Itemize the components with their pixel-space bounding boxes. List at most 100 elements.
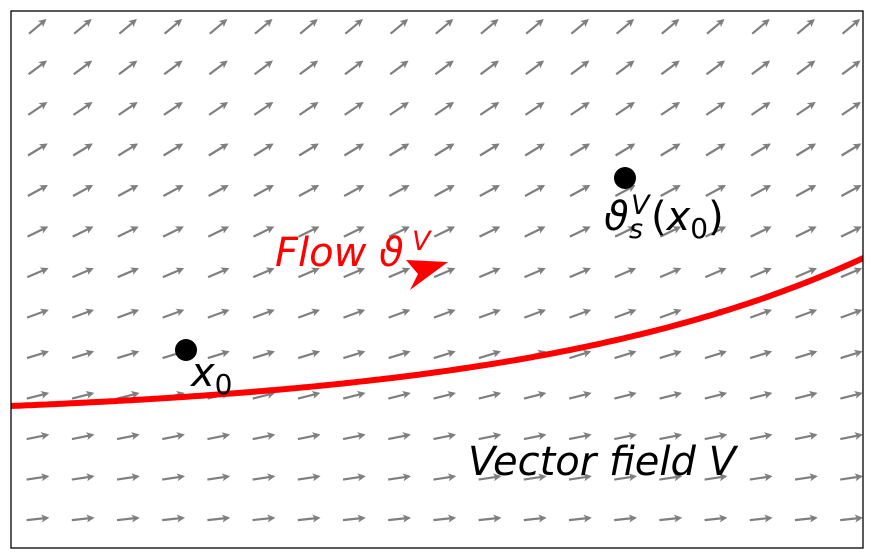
field-arrow: [388, 391, 411, 400]
field-arrow: [478, 473, 502, 482]
field-arrow: [433, 267, 456, 279]
field-arrow: [840, 308, 863, 319]
field-arrow: [479, 60, 499, 76]
field-arrow: [479, 226, 501, 238]
field-arrow: [659, 349, 682, 360]
field-arrow: [299, 60, 319, 76]
field-arrow: [570, 101, 590, 116]
field-arrow: [117, 185, 139, 197]
field-arrow: [343, 308, 366, 319]
field-arrow: [569, 226, 591, 238]
field-arrow: [704, 349, 727, 360]
field-arrow: [659, 308, 682, 319]
field-arrow: [389, 101, 409, 116]
field-arrow: [71, 349, 95, 360]
field-arrow: [659, 391, 682, 400]
field-arrow: [524, 226, 546, 238]
field-arrow: [207, 308, 230, 319]
field-arrow: [795, 143, 817, 157]
field-arrow: [434, 143, 455, 157]
field-arrow: [523, 514, 547, 523]
field-arrow: [207, 267, 230, 279]
field-arrow: [614, 473, 637, 482]
field-arrow: [433, 226, 456, 238]
field-arrow: [253, 143, 274, 157]
field-arrow: [117, 267, 139, 279]
start-point-marker: [175, 339, 197, 361]
field-arrow: [297, 473, 321, 482]
field-arrow: [252, 267, 275, 279]
field-arrow: [26, 473, 50, 482]
field-arrow: [841, 101, 861, 116]
field-arrow: [27, 185, 48, 197]
field-arrow: [208, 185, 229, 197]
field-arrow: [298, 267, 320, 279]
flow-label-text: Flow ϑ: [275, 230, 404, 276]
field-arrow: [163, 101, 183, 116]
field-arrow: [253, 185, 274, 197]
field-arrow: [72, 226, 94, 238]
field-arrow: [26, 308, 49, 319]
field-arrow: [297, 514, 321, 523]
end-label-main: ϑ: [604, 194, 629, 240]
field-arrow: [162, 308, 185, 319]
field-arrow: [568, 391, 592, 400]
field-arrow: [751, 60, 771, 76]
field-arrow: [750, 267, 772, 279]
field-arrow: [568, 432, 592, 441]
field-arrow: [659, 473, 683, 482]
field-arrow: [570, 19, 589, 35]
field-arrow: [705, 185, 726, 197]
field-arrow: [208, 143, 229, 157]
field-arrow: [614, 226, 636, 238]
field-arrow: [525, 19, 544, 35]
field-arrow: [163, 19, 183, 35]
field-arrow: [841, 19, 861, 35]
field-arrow: [524, 143, 545, 157]
field-arrow: [479, 143, 500, 157]
field-arrow: [840, 185, 862, 197]
field-arrow: [28, 19, 47, 35]
field-arrow: [615, 60, 635, 76]
end-label-sup: V: [631, 190, 652, 221]
field-arrow: [433, 308, 456, 319]
field-arrow: [659, 267, 682, 279]
field-arrow: [27, 101, 48, 116]
flow-trajectory-curve: [11, 255, 863, 409]
field-arrow: [209, 19, 228, 35]
field-arrow: [750, 101, 771, 116]
field-arrow: [297, 349, 321, 360]
field-arrow: [705, 60, 726, 76]
field-arrow: [479, 185, 500, 197]
field-arrow: [343, 267, 365, 279]
field-arrow: [434, 185, 455, 197]
field-arrow: [344, 101, 364, 116]
field-arrow: [478, 391, 502, 400]
field-arrow: [840, 349, 863, 360]
field-arrow: [704, 391, 728, 400]
field-arrow: [116, 514, 140, 523]
field-arrow: [840, 391, 863, 400]
field-arrow: [841, 143, 862, 157]
field-arrow: [71, 391, 95, 400]
field-arrow: [615, 143, 636, 157]
field-arrow: [252, 432, 276, 441]
field-arrow: [117, 308, 140, 319]
end-label-close: ): [708, 194, 724, 240]
field-arrow: [525, 60, 545, 76]
field-arrow: [297, 391, 321, 400]
field-arrow: [118, 19, 137, 35]
field-arrow: [26, 514, 50, 523]
field-arrow: [116, 473, 140, 482]
field-arrow: [749, 473, 773, 482]
field-arrow: [388, 432, 411, 441]
field-arrow: [705, 143, 726, 157]
field-arrow: [478, 308, 501, 319]
field-arrow: [388, 226, 410, 238]
field-arrow: [749, 514, 773, 523]
field-arrow: [614, 432, 637, 441]
field-arrow: [524, 267, 546, 279]
field-arrow: [389, 60, 409, 76]
field-arrow: [433, 514, 457, 523]
field-arrow: [660, 101, 681, 116]
